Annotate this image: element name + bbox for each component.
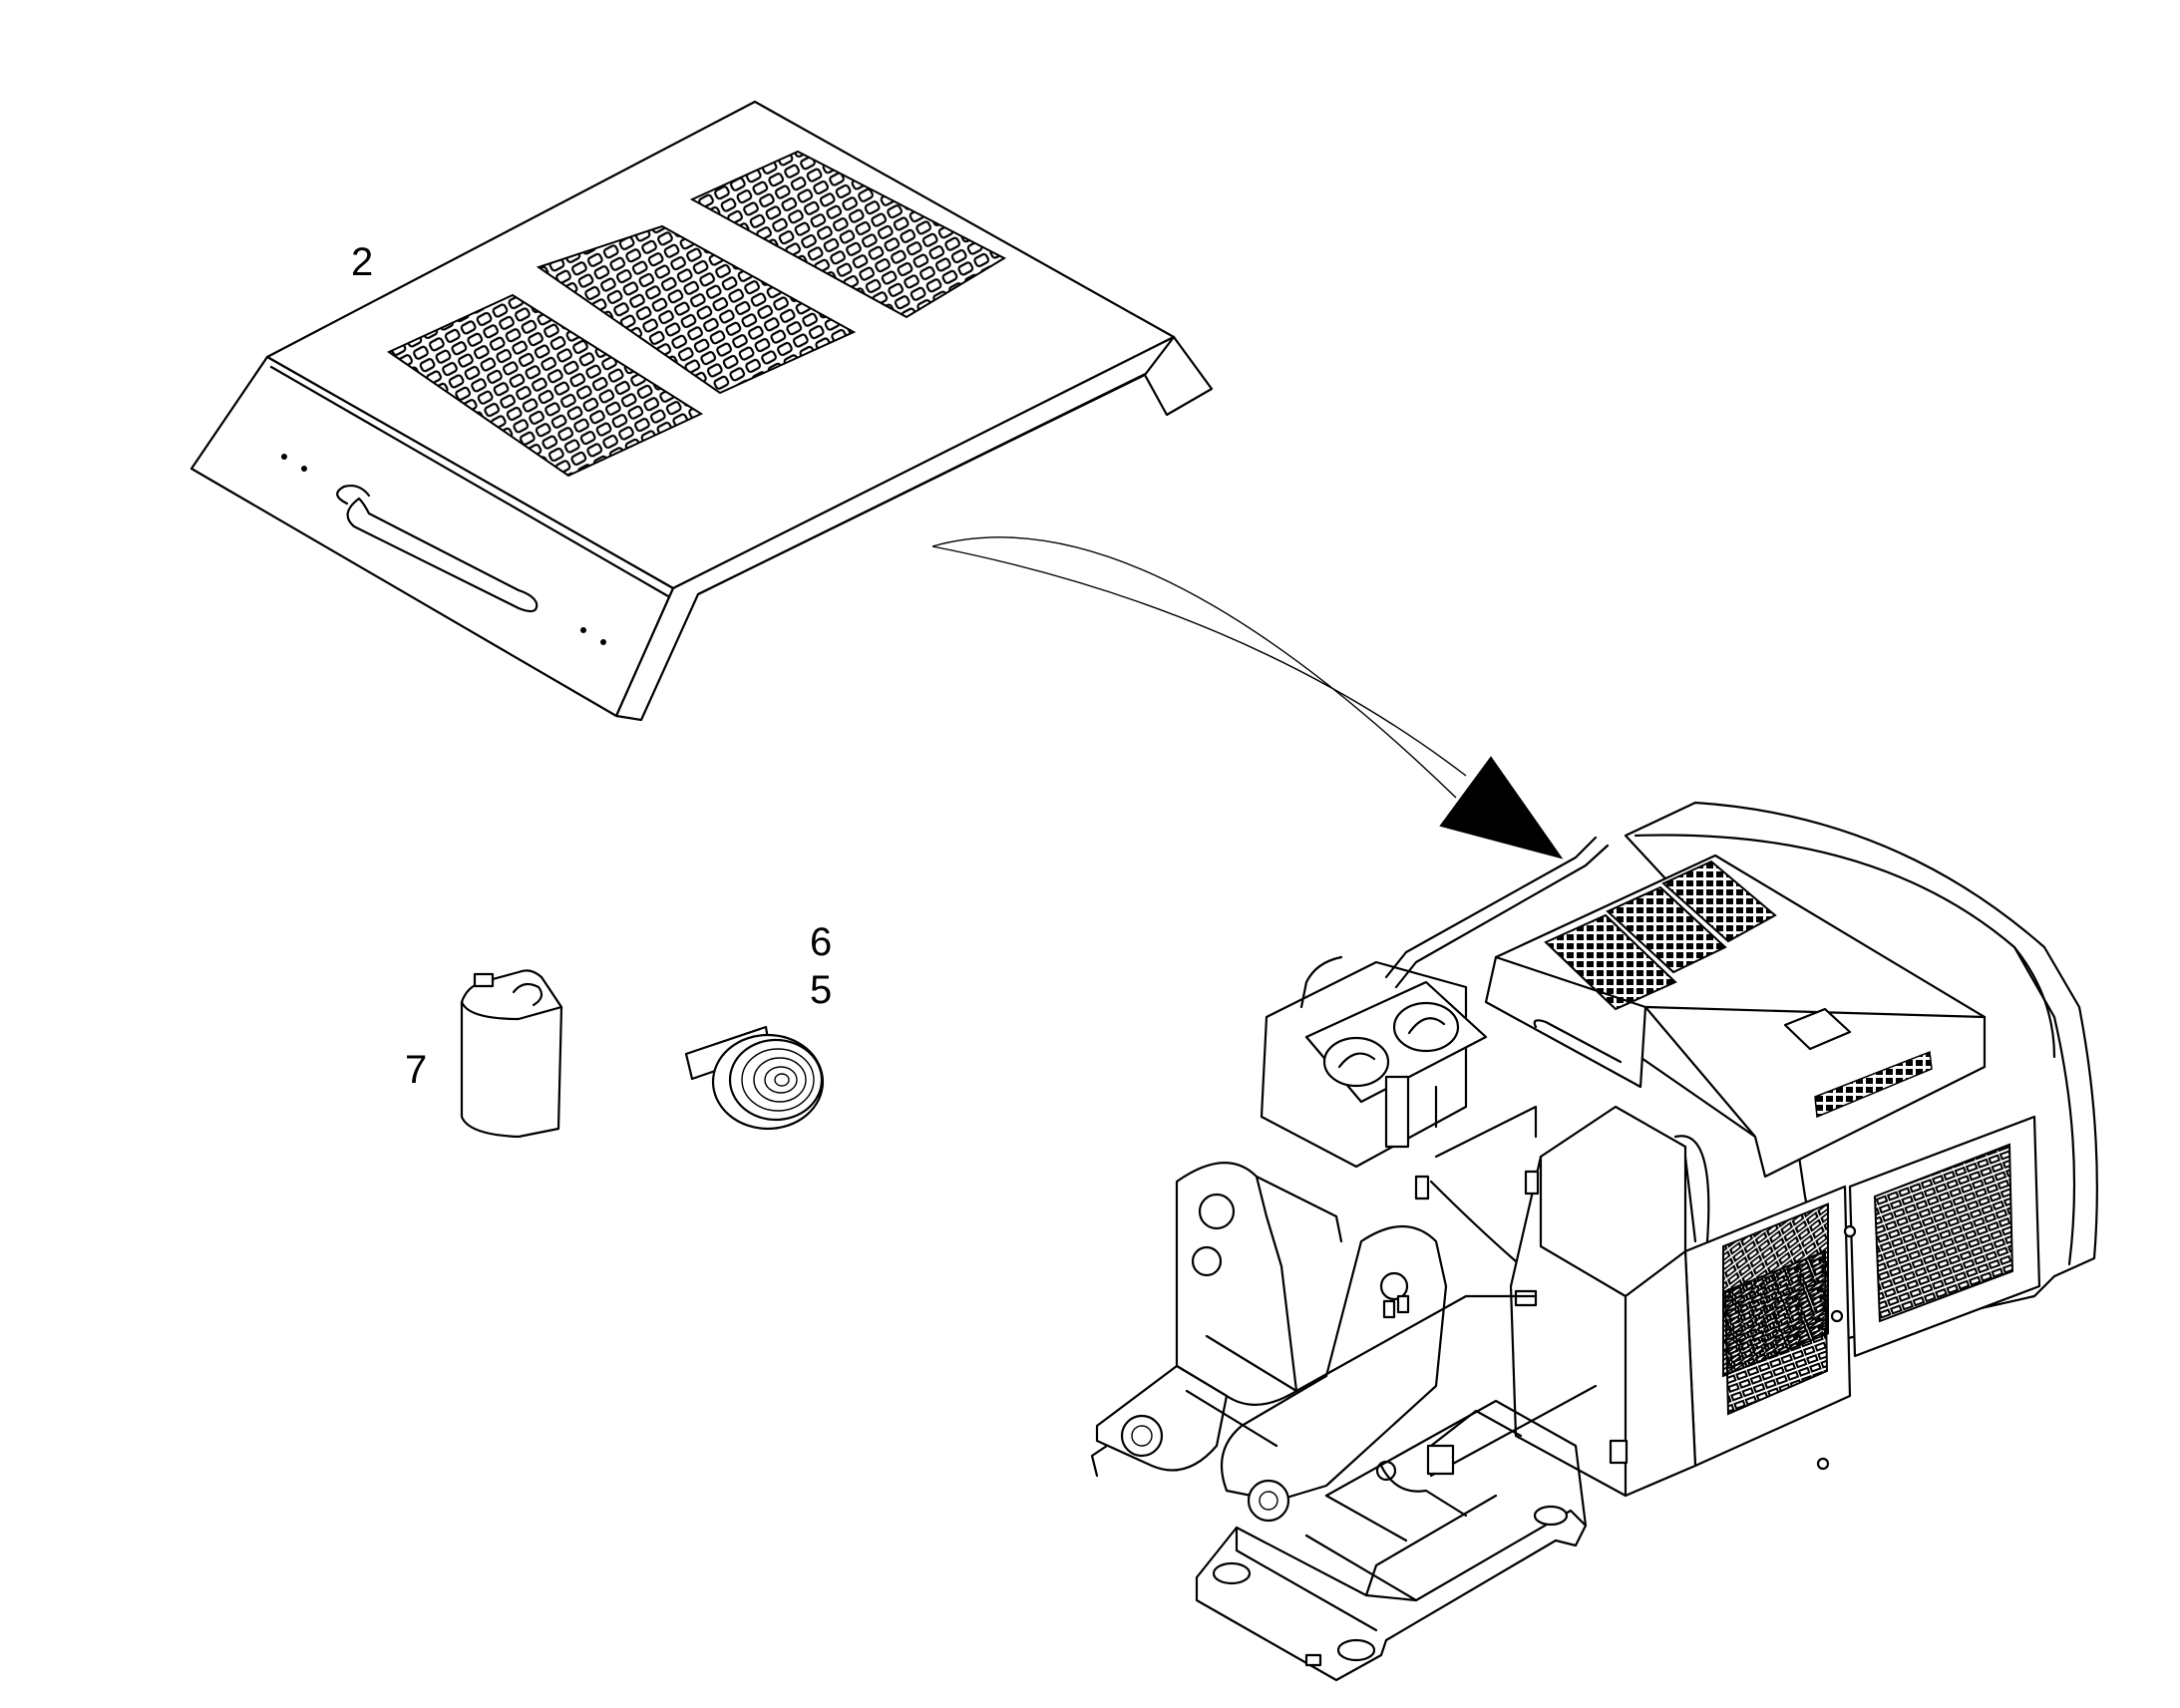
callout-item-2: 2	[351, 240, 373, 284]
excavator-upper-structure	[1090, 801, 2098, 1682]
callout-item-7: 7	[405, 1048, 427, 1092]
callout-item-6: 6	[810, 920, 832, 964]
installation-pointer-arrow	[931, 536, 1564, 859]
tape-roll	[684, 1025, 825, 1131]
liquid-container-can	[460, 969, 563, 1139]
callout-item-5: 5	[810, 968, 832, 1012]
engine-hood-cover	[189, 100, 1214, 722]
